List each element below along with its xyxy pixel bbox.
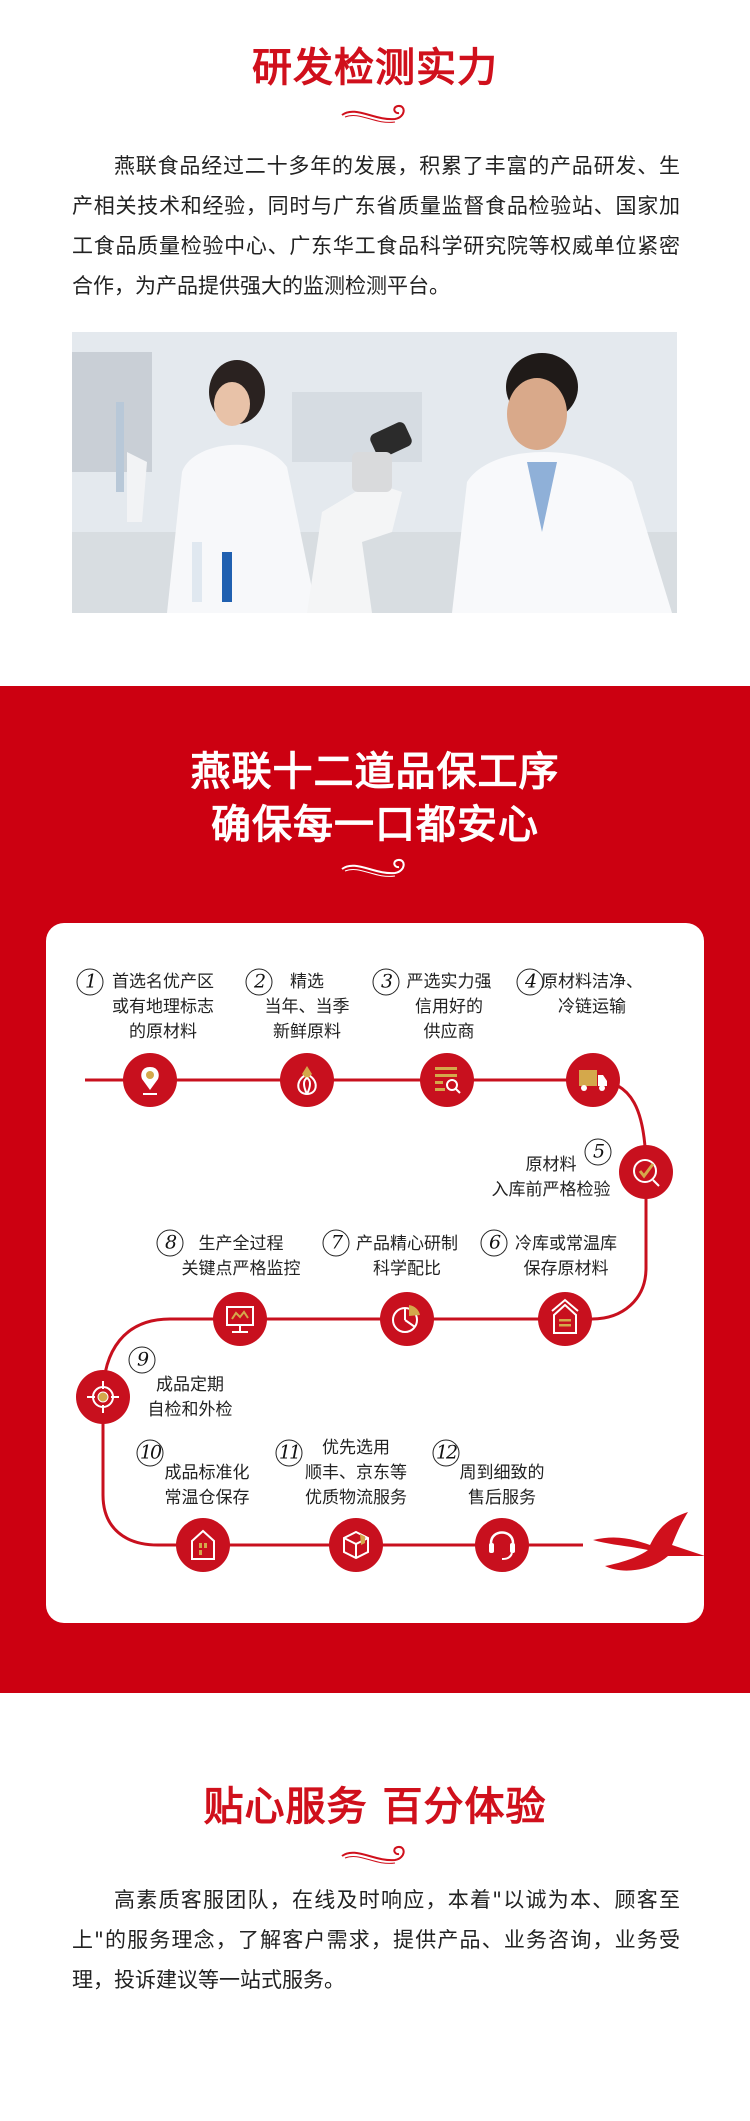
location-pin-icon <box>141 1067 159 1095</box>
step-number: 6 <box>480 1229 508 1257</box>
check-magnifier-icon <box>633 1159 660 1187</box>
step-9-text-line: 成品定期 <box>156 1375 224 1395</box>
step-10-icon-circle <box>176 1518 230 1572</box>
step-number: 2 <box>245 968 273 996</box>
lab-photo <box>72 332 677 613</box>
flourish-ornament-icon <box>341 1845 405 1864</box>
step-11-text-line: 优质物流服务 <box>305 1488 407 1508</box>
step-number: 7 <box>322 1229 350 1257</box>
package-icon <box>343 1530 369 1560</box>
pie-chart-icon <box>392 1305 420 1333</box>
lab-scientists-image <box>72 332 677 613</box>
step-8-text-line: 关键点严格监控 <box>181 1259 301 1279</box>
step-5-icon-circle <box>619 1145 673 1199</box>
rd-section-paragraph: 燕联食品经过二十多年的发展，积累了丰富的产品研发、生产相关技术和经验，同时与广东… <box>72 154 680 298</box>
step-number: 5 <box>584 1138 612 1166</box>
step-number: 3 <box>372 968 400 996</box>
step-7-text-line: 科学配比 <box>373 1259 441 1279</box>
step-4-text-line: 冷链运输 <box>558 997 626 1017</box>
sprout-icon <box>297 1066 317 1096</box>
step-11-icon-circle <box>329 1518 383 1572</box>
step-number: 1 <box>76 968 104 996</box>
step-11-text-line: 优先选用 <box>322 1438 390 1458</box>
monitor-icon <box>226 1306 254 1333</box>
step-9-icon-circle <box>76 1370 130 1424</box>
step-4-text-line: 原材料洁净、 <box>541 972 643 992</box>
list-search-icon <box>435 1067 461 1094</box>
step-12-text-line: 售后服务 <box>468 1488 536 1508</box>
step-3-text-line: 严选实力强 <box>406 972 492 992</box>
step-3-text-line: 信用好的 <box>415 997 483 1017</box>
step-4-icon-circle <box>566 1053 620 1107</box>
warehouse-icon <box>551 1298 579 1334</box>
step-7-text-line: 产品精心研制 <box>356 1234 458 1254</box>
step-number: 8 <box>156 1229 184 1257</box>
step-3-icon-circle <box>420 1053 474 1107</box>
step-1-text-line: 首选名优产区 <box>112 972 214 992</box>
service-section-title: 贴心服务 百分体验 <box>203 1783 547 1830</box>
step-2-text-line: 新鲜原料 <box>273 1022 341 1042</box>
step-8-text-line: 生产全过程 <box>198 1234 284 1254</box>
step-number: 12 <box>432 1439 460 1467</box>
step-10-text-line: 成品标准化 <box>164 1463 250 1483</box>
step-6-icon-circle <box>538 1292 592 1346</box>
flourish-ornament-icon <box>341 104 405 123</box>
step-11-text-line: 顺丰、京东等 <box>305 1463 407 1483</box>
step-12-icon-circle <box>475 1518 529 1572</box>
step-2-text-line: 当年、当季 <box>264 997 350 1017</box>
step-number: 9 <box>128 1346 156 1374</box>
step-5-text-line: 原材料 <box>525 1155 577 1175</box>
swallow-logo-icon <box>593 1512 705 1571</box>
process-title-line1: 燕联十二道品保工序 <box>190 748 560 795</box>
process-title-line2: 确保每一口都安心 <box>211 801 539 848</box>
step-1-icon-circle <box>123 1053 177 1107</box>
step-9-text-line: 自检和外检 <box>147 1400 233 1420</box>
step-10-text-line: 常温仓保存 <box>164 1488 250 1508</box>
step-1-text-line: 或有地理标志 <box>112 997 214 1017</box>
service-section-paragraph: 高素质客服团队，在线及时响应，本着"以诚为本、顾客至上"的服务理念，了解客户需求… <box>72 1888 680 1992</box>
step-6-text-line: 保存原材料 <box>523 1259 609 1279</box>
step-number: 4 <box>516 968 544 996</box>
target-icon <box>87 1381 119 1413</box>
storehouse-icon <box>191 1529 215 1560</box>
truck-icon <box>579 1070 607 1091</box>
step-number: 11 <box>275 1439 303 1467</box>
step-1-text-line: 的原材料 <box>129 1022 197 1042</box>
step-6-text-line: 冷库或常温库 <box>515 1234 617 1254</box>
step-12-text-line: 周到细致的 <box>459 1463 545 1483</box>
step-2-text-line: 精选 <box>290 972 324 992</box>
step-5-text-line: 入库前严格检验 <box>491 1180 611 1200</box>
flourish-ornament-icon <box>341 858 405 877</box>
step-2-icon-circle <box>280 1053 334 1107</box>
step-number: 10 <box>136 1439 164 1467</box>
rd-section-title: 研发检测实力 <box>252 44 498 91</box>
step-7-icon-circle <box>380 1292 434 1346</box>
process-card <box>46 923 704 1623</box>
step-8-icon-circle <box>213 1292 267 1346</box>
headset-icon <box>489 1531 515 1560</box>
step-3-text-line: 供应商 <box>423 1022 475 1042</box>
